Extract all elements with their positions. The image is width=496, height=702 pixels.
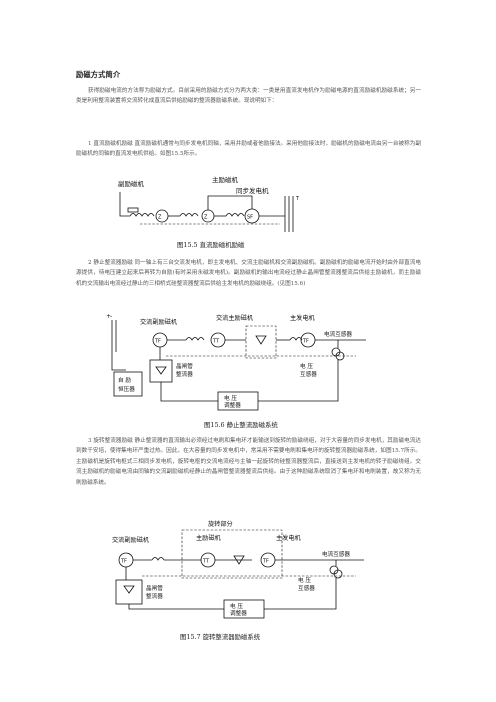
svg-text:调整器: 调整器 [224, 401, 241, 409]
fig156-minus: - [110, 313, 112, 320]
fig156-ct-label: 电流互感器 [324, 330, 352, 338]
fig156-tf: TF [154, 339, 161, 345]
intro-paragraph: 获得励磁电流的方法称为励磁方式。目前采用的励磁方式分为两大类：一类是用直流发电机… [76, 88, 421, 105]
svg-text:晶闸管: 晶闸管 [146, 584, 163, 592]
fig157-rotating-frame [181, 529, 283, 579]
fig156-sub-label: 交流副励磁机 [140, 318, 178, 326]
fig156-main-label: 交流主励磁机 [216, 314, 254, 322]
fig156-diode-bridge [245, 325, 277, 359]
figure-15-5-diagram: 副励磁机 主励磁机 同步发电机 Z Z SF T [118, 176, 300, 232]
svg-text:整流器: 整流器 [146, 592, 163, 600]
fig157-caption: 图15.7 旋转整流器励磁系统 [180, 633, 261, 641]
fig157-ct-label: 电流互感器 [322, 550, 350, 558]
fig156-gen-label: 主发电机 [290, 314, 316, 322]
svg-text:电 压: 电 压 [224, 394, 237, 402]
svg-text:TF: TF [262, 559, 269, 565]
fig156-self-label: 自 励 [118, 376, 131, 384]
fig157-sub-label: 交流副励磁机 [112, 536, 150, 544]
svg-text:电 压: 电 压 [300, 362, 313, 370]
svg-text:互感器: 互感器 [300, 370, 317, 378]
fig157-rot-label: 旋转部分 [208, 520, 233, 528]
fig157-tt: TT [202, 559, 210, 565]
svg-text:互感器: 互感器 [298, 584, 315, 592]
section2-paragraph: 2 静止整流器励磁 同一轴上有三台交流发电机，即主发电机、交流主励磁机和交流副励… [76, 260, 421, 287]
svg-text:调整器: 调整器 [230, 609, 247, 617]
svg-text:晶闸管: 晶闸管 [176, 362, 193, 370]
section3-paragraph: 3 旋转整流器励磁 静止整流器的直流输出必须经过电刷和集电环才能输送到旋转的励磁… [76, 438, 421, 486]
fig156-caption: 图15.6 静止整流励磁系统 [204, 421, 278, 429]
fig156-plus: + [106, 313, 111, 320]
fig157-gen-label: 主发电机 [276, 534, 302, 542]
fig157-main-label: 主励磁机 [196, 534, 222, 542]
fig156-tt: TT [212, 339, 220, 345]
fig155-bar: T [295, 196, 300, 202]
fig157-thyristor [115, 579, 143, 605]
section1-paragraph: 1 直流励磁机励磁 直流励磁机通常与同步发电机同轴，采用并励或者他励接法。采用他… [76, 141, 421, 158]
fig155-z2: Z [204, 215, 208, 221]
fig155-main-label: 主励磁机 [212, 176, 239, 184]
fig155-resistor [127, 207, 139, 213]
svg-text:整流器: 整流器 [176, 370, 193, 378]
fig155-sf: SF [247, 215, 253, 221]
fig157-tf: TF [120, 559, 127, 565]
fig155-z1: Z [158, 215, 162, 221]
fig156-thyristor [149, 359, 173, 383]
fig155-caption: 图15.5 直流励磁机励磁 [177, 241, 245, 249]
svg-text:TF: TF [302, 339, 309, 345]
svg-text:恒压器: 恒压器 [118, 385, 135, 393]
figure-15-7-diagram: 旋转部分 交流副励磁机 主励磁机 主发电机 电流互感器 TF 晶闸管 整流器 T… [112, 520, 364, 619]
fig155-sub-label: 副励磁机 [118, 179, 145, 188]
doc-heading: 励磁方式简介 [76, 70, 121, 79]
svg-text:电 压: 电 压 [230, 602, 243, 610]
figure-15-6-diagram: + - 交流副励磁机 交流主励磁机 主发电机 自 励 恒压器 TF 晶闸管 整流… [106, 313, 366, 411]
fig155-gen-label: 同步发电机 [236, 186, 269, 195]
fig156-self-regulator [113, 371, 143, 397]
svg-text:电 压: 电 压 [298, 576, 311, 584]
